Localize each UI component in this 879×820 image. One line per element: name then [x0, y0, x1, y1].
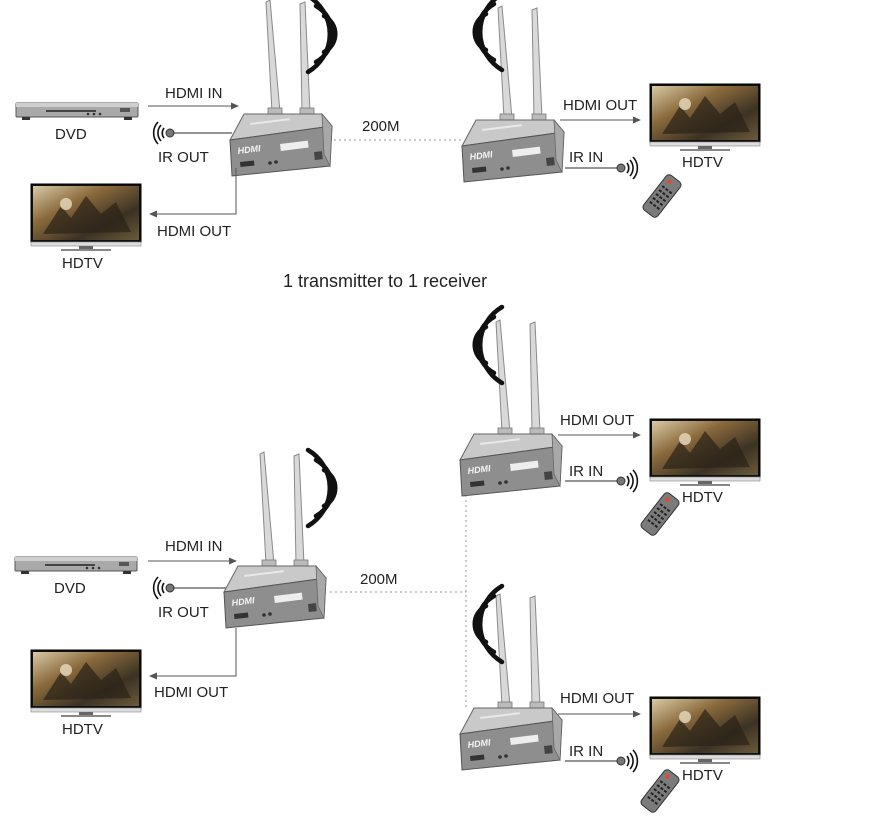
remote-tv-icon: [649, 83, 761, 152]
tv-icon: [649, 696, 761, 765]
remote-control-icon: [638, 767, 682, 815]
local-tv-icon: [30, 649, 142, 718]
hdmi-out-local-label: HDMI OUT: [157, 223, 231, 240]
ir-emitter-icon: [152, 121, 175, 145]
remote-hdtv-label: HDTV: [682, 154, 723, 171]
remote-control-icon: [638, 490, 682, 538]
wifi-waves-icon: [308, 0, 335, 72]
tv-icon: [649, 418, 761, 487]
hdtv-label: HDTV: [682, 767, 723, 784]
hdmi-out-label: HDMI OUT: [560, 690, 634, 707]
hdmi-out-local-arrow: [149, 168, 237, 218]
hdmi-out-remote-label: HDMI OUT: [563, 97, 637, 114]
hdmi-out-local-arrow: [149, 628, 237, 680]
ir-out-label: IR OUT: [158, 149, 209, 166]
diagram-1to1: DVD HDMI IN IR OUT HDMI OUT HDTV 200M HD…: [15, 0, 761, 272]
hdmi-out-label: HDMI OUT: [560, 412, 634, 429]
local-tv-icon: [30, 183, 142, 252]
diagram-1to2: DVD HDMI IN IR OUT HDMI OUT HDTV 200M HD…: [14, 307, 761, 815]
ir-in-label: IR IN: [569, 149, 603, 166]
transmitter-device: [223, 451, 327, 629]
hdmi-in-label: HDMI IN: [165, 85, 223, 102]
ir-sensor-icon: [616, 469, 639, 493]
transmitter-device: [229, 0, 333, 177]
ir-out-label: IR OUT: [158, 604, 209, 621]
remote-control-icon: [640, 172, 684, 220]
hdmi-in-label: HDMI IN: [165, 538, 223, 555]
ir-sensor-icon: [616, 749, 639, 773]
dvd-player-icon: [15, 102, 139, 121]
wifi-waves-icon: [308, 450, 335, 526]
dvd-label: DVD: [55, 126, 87, 143]
dvd-player-icon: [14, 556, 138, 575]
ir-in-label: IR IN: [569, 743, 603, 760]
local-hdtv-label: HDTV: [62, 721, 103, 738]
ir-sensor-icon: [616, 156, 639, 180]
local-hdtv-label: HDTV: [62, 255, 103, 272]
receiver-unit-1: HDMI OUT HDTV IR IN: [459, 307, 761, 538]
hdmi-out-local-label: HDMI OUT: [154, 684, 228, 701]
ir-in-label: IR IN: [569, 463, 603, 480]
hdtv-label: HDTV: [682, 489, 723, 506]
dvd-label: DVD: [54, 580, 86, 597]
distance-label: 200M: [362, 118, 400, 135]
distance-label: 200M: [360, 571, 398, 588]
ir-emitter-icon: [152, 576, 175, 600]
diagram-caption: 1 transmitter to 1 receiver: [283, 271, 487, 291]
receiver-unit-2: HDMI OUT HDTV IR IN: [459, 586, 761, 815]
